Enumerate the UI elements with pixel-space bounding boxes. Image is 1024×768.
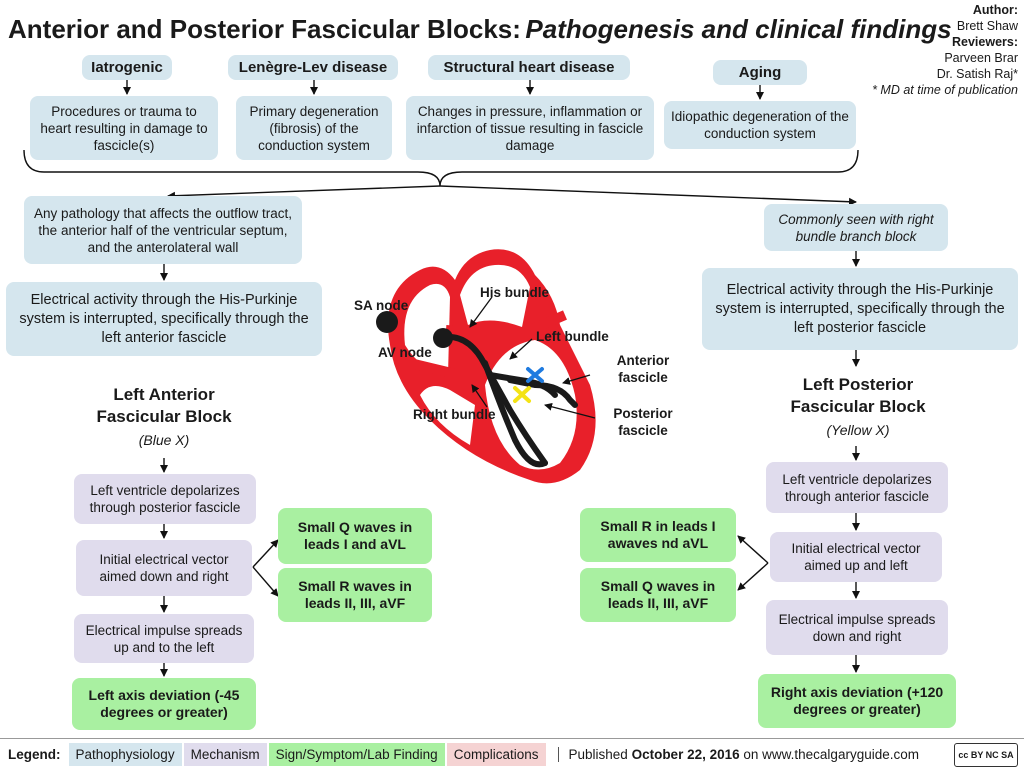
author-label: Author: — [972, 3, 1018, 17]
credits-note: * MD at time of publication — [872, 83, 1018, 97]
published-suffix: on www.thecalgaryguide.com — [743, 746, 919, 762]
legend-sign-symptom: Sign/Symptom/Lab Finding — [268, 742, 445, 766]
right-commonly-seen: Commonly seen with right bundle branch b… — [764, 204, 948, 251]
left-q-waves: Small Q waves in leads I and aVL — [278, 508, 432, 564]
right-mechanism-2: Initial electrical vector aimed up and l… — [770, 532, 942, 582]
right-q-waves: Small Q waves in leads II, III, aVF — [580, 568, 736, 622]
left-mechanism-3: Electrical impulse spreads up and to the… — [74, 614, 254, 663]
left-axis-deviation: Left axis deviation (-45 degrees or grea… — [72, 678, 256, 730]
left-pathology: Any pathology that affects the outflow t… — [24, 196, 302, 264]
right-axis-deviation: Right axis deviation (+120 degrees or gr… — [758, 674, 956, 728]
left-mechanism-1: Left ventricle depolarizes through poste… — [74, 474, 256, 524]
yellow-x-icon — [513, 386, 531, 403]
published-prefix: Published — [568, 746, 628, 762]
label-left-bundle: Left bundle — [536, 329, 609, 344]
right-interruption: Electrical activity through the His-Purk… — [702, 268, 1018, 350]
right-r-waves: Small R in leads I awaves nd aVL — [580, 508, 736, 562]
right-mechanism-3: Electrical impulse spreads down and righ… — [766, 600, 948, 655]
legend-mechanism: Mechanism — [183, 742, 267, 766]
author-name: Brett Shaw — [956, 19, 1018, 33]
heart-diagram — [376, 249, 596, 484]
left-interruption: Electrical activity through the His-Purk… — [6, 282, 322, 356]
published-info: Published October 22, 2016 on www.thecal… — [557, 746, 919, 762]
cc-license-badge[interactable]: cc BY NC SA — [954, 743, 1018, 767]
label-right-bundle: Right bundle — [413, 407, 496, 422]
sa-node-icon — [376, 311, 398, 333]
left-r-waves: Small R waves in leads II, III, aVF — [278, 568, 432, 622]
legend: Legend: Pathophysiology Mechanism Sign/S… — [0, 740, 1024, 768]
cause-structural-title: Structural heart disease — [428, 55, 630, 80]
cause-lenegre-desc: Primary degeneration (fibrosis) of the c… — [236, 96, 392, 160]
legend-complications: Complications — [446, 742, 546, 766]
footer-divider — [0, 738, 1024, 739]
label-his-bundle: His bundle — [480, 285, 550, 300]
left-block-title: Left Anterior Fascicular Block — [96, 385, 232, 426]
label-sa-node: SA node — [354, 298, 409, 313]
legend-label: Legend: — [8, 746, 61, 762]
cause-iatrogenic-desc: Procedures or trauma to heart resulting … — [30, 96, 218, 160]
cause-aging-desc: Idiopathic degeneration of the conductio… — [664, 101, 856, 149]
title-subtitle: Pathogenesis and clinical findings — [525, 14, 952, 44]
reviewer-1: Parveen Brar — [944, 51, 1018, 65]
label-anterior-fascicle: Anterior fascicle — [616, 353, 670, 385]
page-title: Anterior and Posterior Fascicular Blocks… — [8, 14, 952, 45]
reviewers-label: Reviewers: — [951, 35, 1018, 49]
right-block-subtitle: (Yellow X) — [826, 422, 890, 438]
av-node-icon — [433, 328, 453, 348]
left-mechanism-2: Initial electrical vector aimed down and… — [76, 540, 252, 596]
legend-pathophysiology: Pathophysiology — [68, 742, 182, 766]
label-av-node: AV node — [378, 345, 432, 360]
cause-lenegre-title: Lenègre-Lev disease — [228, 55, 398, 80]
right-mechanism-1: Left ventricle depolarizes through anter… — [766, 462, 948, 513]
cause-iatrogenic-title: Iatrogenic — [82, 55, 172, 80]
cause-aging-title: Aging — [713, 60, 807, 85]
left-block-subtitle: (Blue X) — [138, 432, 190, 448]
credits: Author: Brett Shaw Reviewers: Parveen Br… — [872, 2, 1018, 98]
cause-structural-desc: Changes in pressure, inflammation or inf… — [406, 96, 654, 160]
title-main: Anterior and Posterior Fascicular Blocks… — [8, 14, 521, 44]
heart-outline-icon — [388, 249, 596, 484]
published-date: October 22, 2016 — [631, 746, 740, 762]
reviewer-2: Dr. Satish Raj* — [936, 67, 1018, 81]
right-block-title: Left Posterior Fascicular Block — [790, 375, 926, 416]
label-posterior-fascicle: Posterior fascicle — [613, 406, 673, 438]
blue-x-icon — [526, 367, 544, 383]
